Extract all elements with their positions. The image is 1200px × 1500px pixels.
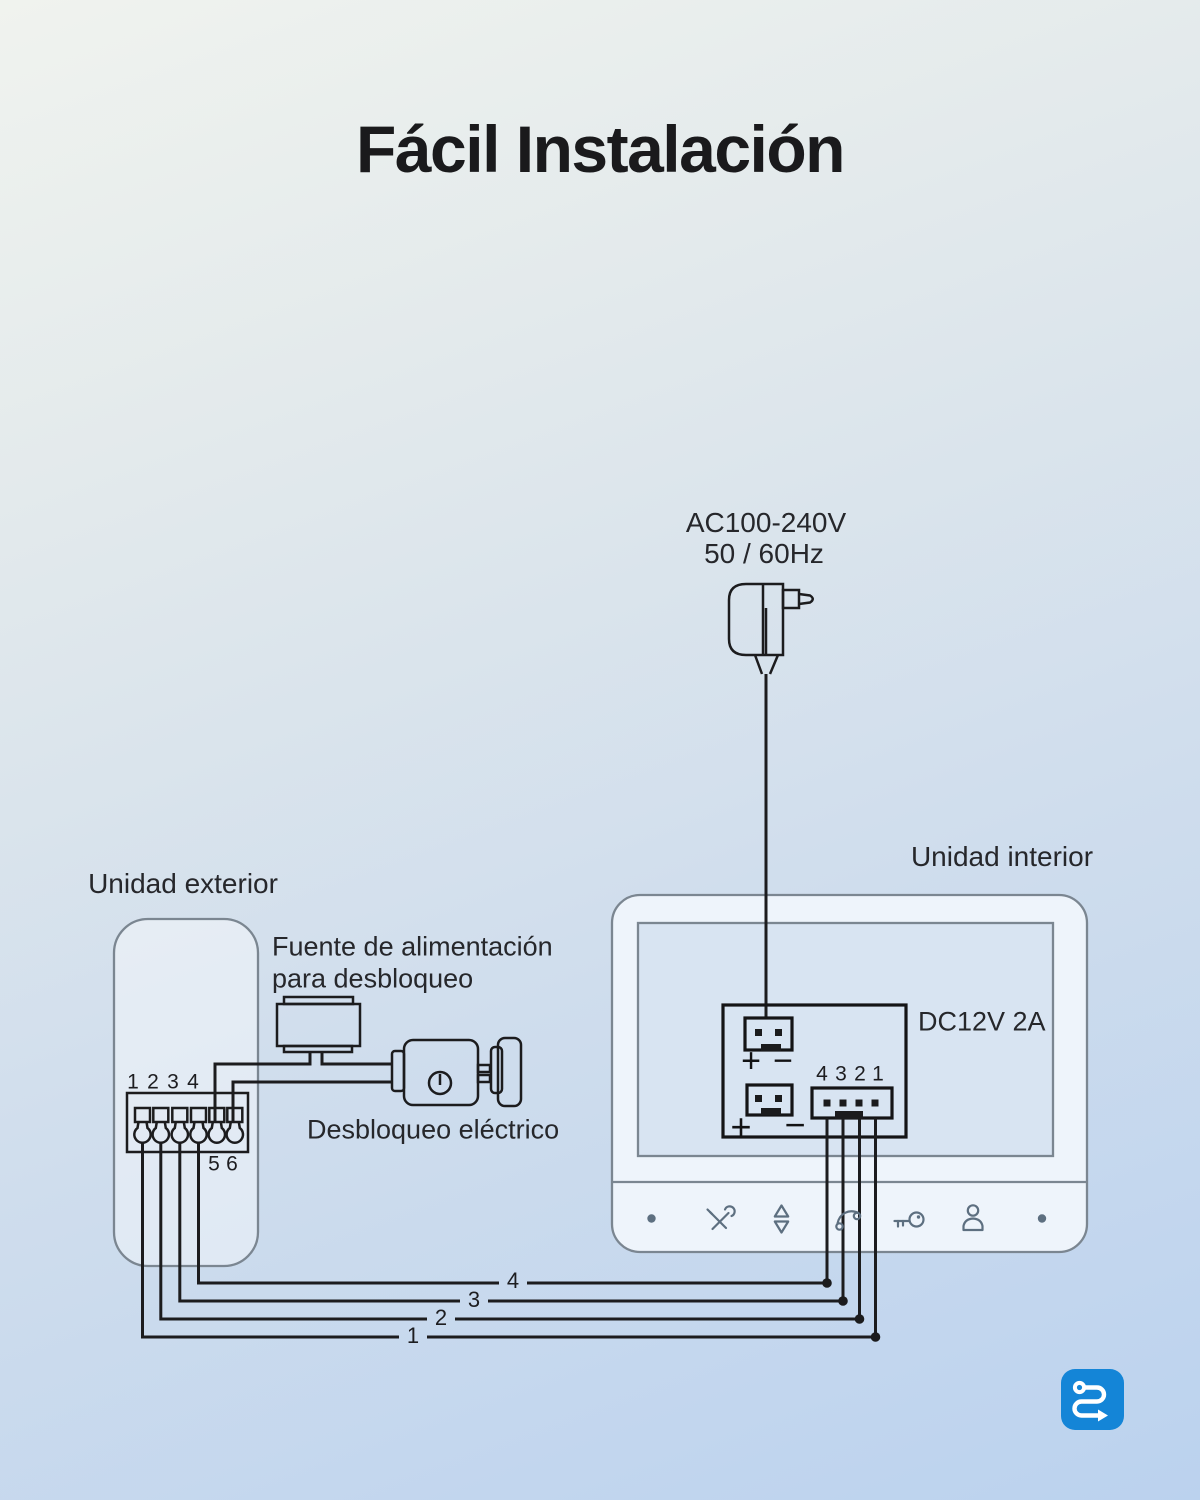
wire-label-2: 2	[434, 1305, 448, 1330]
dc-jack-top	[743, 1016, 794, 1052]
power-supply-label-line2: para desbloqueo	[272, 963, 474, 994]
terminal-label-4: 4	[187, 1070, 199, 1094]
terminal-label-2: 2	[147, 1070, 159, 1094]
lock-circuit-wires	[213, 1052, 392, 1121]
interconnect-wires	[141, 1118, 881, 1342]
plug-prong-pin	[798, 592, 814, 606]
outdoor-unit-label: Unidad exterior	[88, 868, 278, 899]
dc-jack-bottom	[745, 1083, 794, 1117]
plug-prong-base	[781, 588, 801, 610]
monitor-button-bar	[647, 1204, 1047, 1234]
lock-plug	[390, 1049, 406, 1093]
monitor-person-icon	[962, 1204, 984, 1232]
power-supply-drawing	[275, 995, 362, 1054]
adapter-frequency-label: 50 / 60Hz	[704, 538, 824, 569]
wire-label-3: 3	[467, 1287, 481, 1312]
pin-label-4: 4	[816, 1062, 828, 1086]
keyhole-icon	[427, 1070, 453, 1096]
unlock-key-icon	[893, 1211, 925, 1228]
dc-rating-label: DC12V 2A	[918, 1006, 1046, 1037]
strike-plate-front	[489, 1045, 504, 1095]
electric-lock-label: Desbloqueo eléctrico	[307, 1114, 560, 1145]
terminal-label-1: 1	[127, 1070, 139, 1094]
monitor-screen	[636, 921, 1055, 1158]
wire-4-junction-dot	[822, 1278, 832, 1288]
terminal-block	[125, 1091, 250, 1154]
volume-up-down-icon	[773, 1204, 790, 1234]
indoor-unit-label: Unidad interior	[910, 841, 1094, 872]
connector-box	[721, 1003, 908, 1139]
cable-cone	[753, 654, 780, 675]
indoor-monitor	[610, 893, 1089, 1254]
ac-adapter-drawing	[727, 582, 814, 675]
phone-handset-icon	[835, 1210, 862, 1231]
page-title: Fácil Instalación	[356, 112, 846, 186]
wire-1-junction-dot	[870, 1332, 881, 1342]
wire-label-1: 1	[406, 1323, 420, 1348]
electric-lock-drawing	[390, 1036, 523, 1108]
wire-label-4: 4	[506, 1268, 520, 1293]
adapter-voltage-label: AC100-240V	[685, 507, 847, 538]
pin-label-1: 1	[872, 1062, 884, 1086]
polarity-plus-top: +	[741, 1042, 761, 1080]
led-dot-icon	[647, 1214, 656, 1223]
polarity-minus-bottom: −	[784, 1104, 806, 1145]
brand-logo	[1061, 1369, 1124, 1430]
terminal-label-6: 6	[226, 1152, 238, 1176]
four-pin-connector	[810, 1086, 894, 1120]
terminal-label-3: 3	[167, 1070, 179, 1094]
pin-label-2: 2	[854, 1062, 866, 1086]
wire-3-junction-dot	[838, 1296, 848, 1306]
route-arrow-icon	[1072, 1380, 1108, 1422]
power-supply-label-line1: Fuente de alimentación	[272, 931, 553, 962]
led-dot-icon	[1037, 1214, 1047, 1223]
setup-tools-icon	[706, 1205, 736, 1231]
pin-label-3: 3	[835, 1062, 847, 1086]
strike-plate-back	[496, 1036, 523, 1108]
polarity-minus-top: −	[773, 1042, 793, 1080]
polarity-plus-bottom: +	[730, 1106, 752, 1147]
wire-2-junction-dot	[854, 1314, 865, 1324]
terminal-label-5: 5	[208, 1152, 220, 1176]
